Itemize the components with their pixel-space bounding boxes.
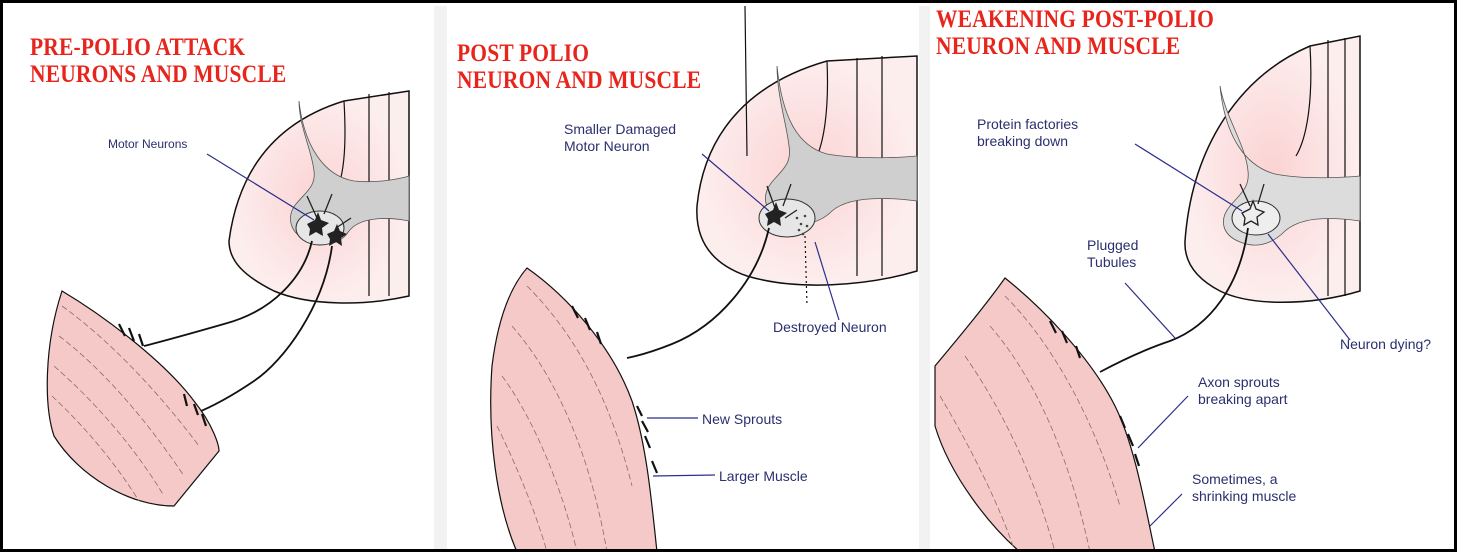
leader-lines	[24, 6, 434, 552]
leader-lines	[447, 6, 919, 552]
panel-weakening-post-polio: WEAKENING POST-POLIO NEURON AND MUSCLE P…	[930, 6, 1442, 552]
panel-gutter	[919, 6, 930, 552]
panel-post-polio: POST POLIO NEURON AND MUSCLE Smaller Dam…	[447, 6, 919, 552]
leader-lines	[930, 6, 1442, 552]
panel-gutter	[434, 6, 447, 552]
panel-pre-polio: PRE-POLIO ATTACK NEURONS AND MUSCLE Moto…	[24, 6, 434, 552]
